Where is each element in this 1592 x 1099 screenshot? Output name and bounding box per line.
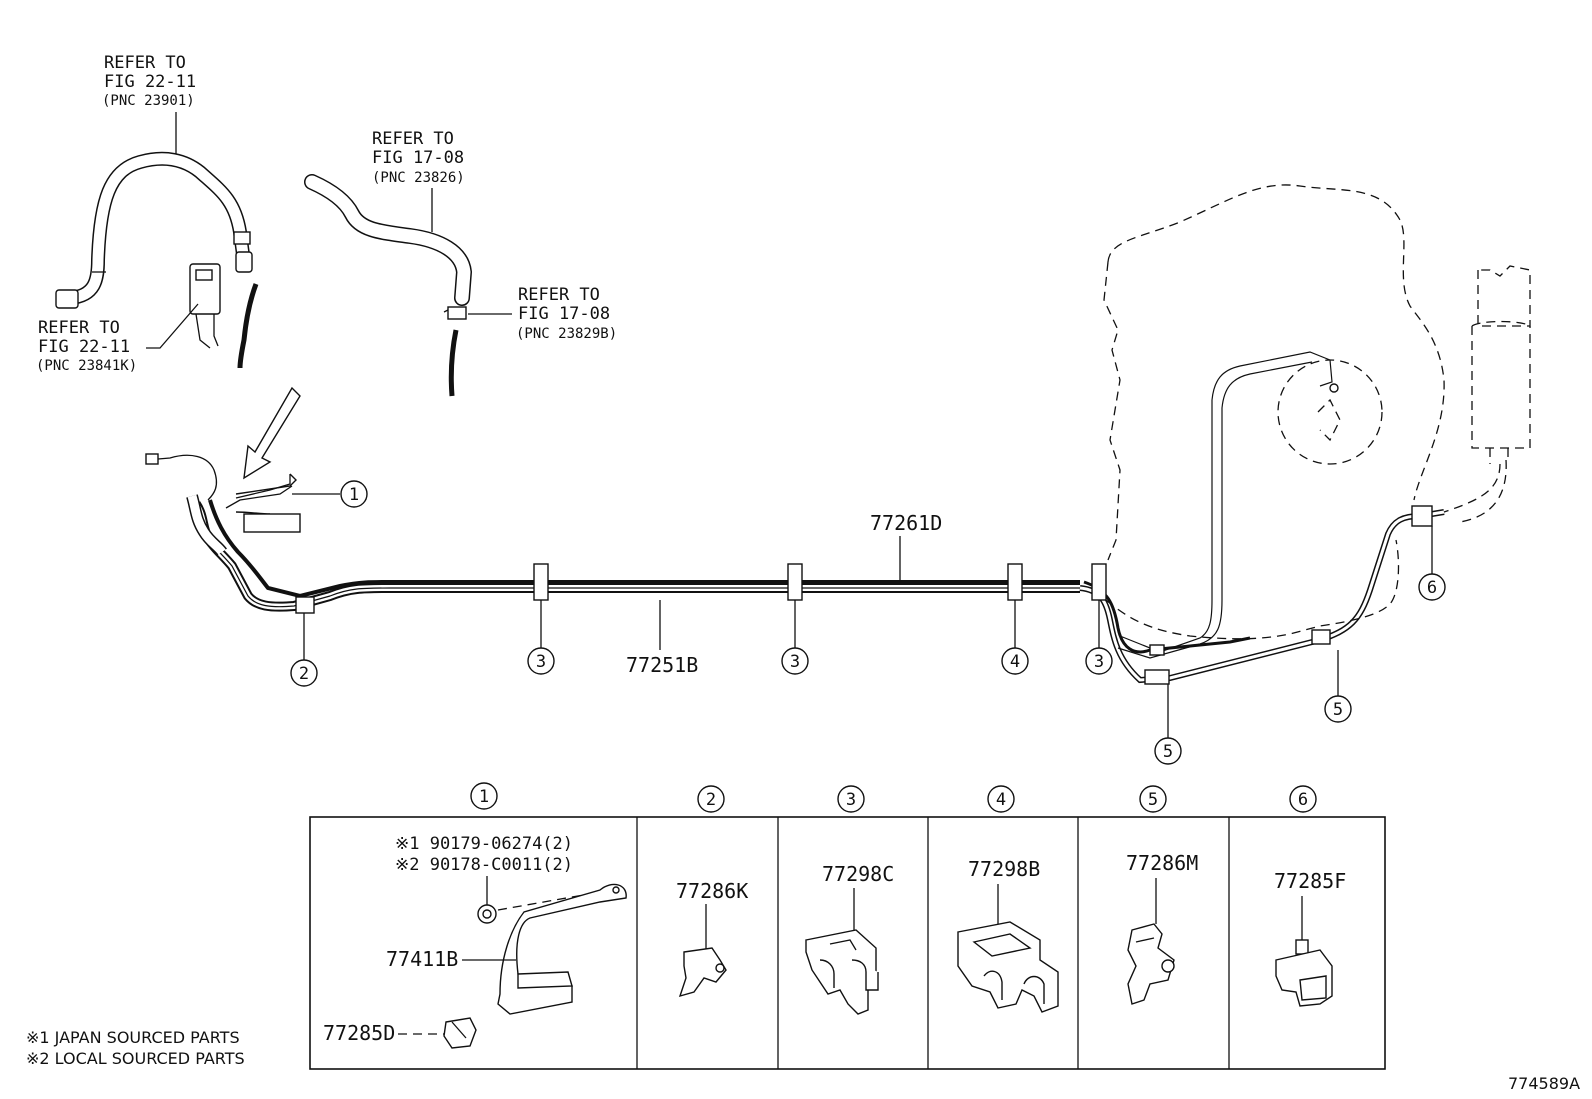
part-77285f-label: 77285F — [1274, 869, 1346, 893]
part-77285d-label: 77285D — [323, 1021, 395, 1045]
ref-23901-line3: (PNC 23901) — [102, 93, 195, 109]
callout-5-a-label: 5 — [1163, 742, 1173, 762]
callout-4-top-label: 4 — [1010, 652, 1020, 672]
ref-23826-line3: (PNC 23826) — [372, 170, 465, 186]
clip-77286k — [678, 947, 727, 998]
table-header-4-label: 4 — [996, 790, 1006, 810]
leader-23841k — [146, 303, 199, 349]
table-header-2: 2 — [697, 785, 725, 813]
callout-3-c: 3 — [1085, 600, 1113, 675]
callout-6-top: 6 — [1418, 526, 1446, 601]
ref-23841k-line1: REFER TO — [38, 318, 120, 338]
view-arrow — [243, 386, 301, 480]
callout-1-top: 1 — [292, 480, 368, 508]
cell-1-note2: ※2 90178-C0011(2) — [395, 855, 573, 875]
charcoal-canister — [1443, 265, 1531, 523]
part-77411b-label: 77411B — [386, 947, 458, 971]
part-77286k-label: 77286K — [676, 879, 748, 903]
callout-3-c-label: 3 — [1094, 652, 1104, 672]
callout-3-a: 3 — [527, 600, 555, 675]
cell-6: 77285F — [1274, 869, 1346, 1007]
ref-block-pnc-23829b: REFER TO FIG 17-08 (PNC 23829B) — [516, 285, 617, 342]
ref-23841k-line3: (PNC 23841K) — [36, 358, 137, 374]
callout-5-b: 5 — [1324, 650, 1352, 723]
table-header-6-label: 6 — [1298, 790, 1308, 810]
ref-23826-line2: FIG 17-08 — [372, 148, 464, 168]
hose-23901 — [55, 151, 253, 309]
hose-black-upper-left — [237, 283, 259, 369]
clamp-23829b — [443, 306, 467, 320]
main-line-77261d — [1079, 351, 1445, 685]
ref-block-pnc-23841k: REFER TO FIG 22-11 (PNC 23841K) — [36, 318, 137, 374]
table-header-1-label: 1 — [479, 787, 489, 807]
ref-23826-line1: REFER TO — [372, 129, 454, 149]
ref-23829b-line3: (PNC 23829B) — [516, 326, 617, 342]
part-77261d-label: 77261D — [870, 511, 942, 535]
footnote-japan-sourced: ※1 JAPAN SOURCED PARTS — [26, 1028, 240, 1047]
callout-5-a: 5 — [1154, 684, 1182, 765]
ref-23841k-line2: FIG 22-11 — [38, 337, 130, 357]
callout-3-b-label: 3 — [790, 652, 800, 672]
table-header-5: 5 — [1139, 785, 1167, 813]
callout-6-top-label: 6 — [1427, 578, 1437, 598]
callout-3-a-label: 3 — [536, 652, 546, 672]
ref-23829b-line1: REFER TO — [518, 285, 600, 305]
clip-77285d — [443, 1017, 477, 1049]
cell-2: 77286K — [676, 879, 748, 998]
clip-77285f — [1275, 939, 1333, 1007]
ref-23901-line2: FIG 22-11 — [104, 72, 196, 92]
ref-23829b-line2: FIG 17-08 — [518, 304, 610, 324]
table-header-1: 1 — [470, 782, 498, 810]
clamp-77298b — [957, 921, 1059, 1013]
part-77286m-label: 77286M — [1126, 851, 1198, 875]
callout-2-top-label: 2 — [299, 664, 309, 684]
part-77251b-label: 77251B — [626, 653, 698, 677]
callout-2-top: 2 — [290, 613, 318, 687]
table-header-5-label: 5 — [1148, 790, 1158, 810]
table-header-3-label: 3 — [846, 790, 856, 810]
bracket-77411b — [497, 883, 627, 1015]
callout-4-top: 4 — [1001, 600, 1029, 675]
cell-1-note1: ※1 90179-06274(2) — [395, 834, 573, 854]
table-header-2-label: 2 — [706, 790, 716, 810]
fuel-tank-outline — [1103, 184, 1445, 640]
connector-23841k — [189, 263, 221, 349]
callout-5-b-label: 5 — [1333, 700, 1343, 720]
left-pipe-bundle — [145, 453, 1080, 612]
table-header-6: 6 — [1289, 785, 1317, 813]
cell-1: ※1 90179-06274(2) ※2 90178-C0011(2) 7741… — [323, 834, 627, 1049]
part-77298b-label: 77298B — [968, 857, 1040, 881]
clip-77286m — [1127, 923, 1175, 1005]
figure-id: 774589A — [1508, 1074, 1580, 1093]
ref-block-pnc-23901: REFER TO FIG 22-11 (PNC 23901) — [102, 53, 196, 109]
part-77298c-label: 77298C — [822, 862, 894, 886]
ref-23901-line1: REFER TO — [104, 53, 186, 73]
cell-5: 77286M — [1126, 851, 1198, 1005]
callout-1-top-label: 1 — [349, 485, 359, 505]
cell-4: 77298B — [957, 857, 1059, 1013]
line-clamps — [295, 563, 1107, 614]
callout-3-b: 3 — [781, 600, 809, 675]
table-header-3: 3 — [837, 785, 865, 813]
hose-23826 — [304, 174, 473, 306]
clamp-77298c — [805, 929, 879, 1015]
cell-3: 77298C — [805, 862, 894, 1015]
ref-block-pnc-23826: REFER TO FIG 17-08 (PNC 23826) — [372, 129, 465, 186]
table-header-4: 4 — [987, 785, 1015, 813]
hose-black-mid — [448, 329, 459, 397]
footnote-local-sourced: ※2 LOCAL SOURCED PARTS — [26, 1049, 245, 1068]
